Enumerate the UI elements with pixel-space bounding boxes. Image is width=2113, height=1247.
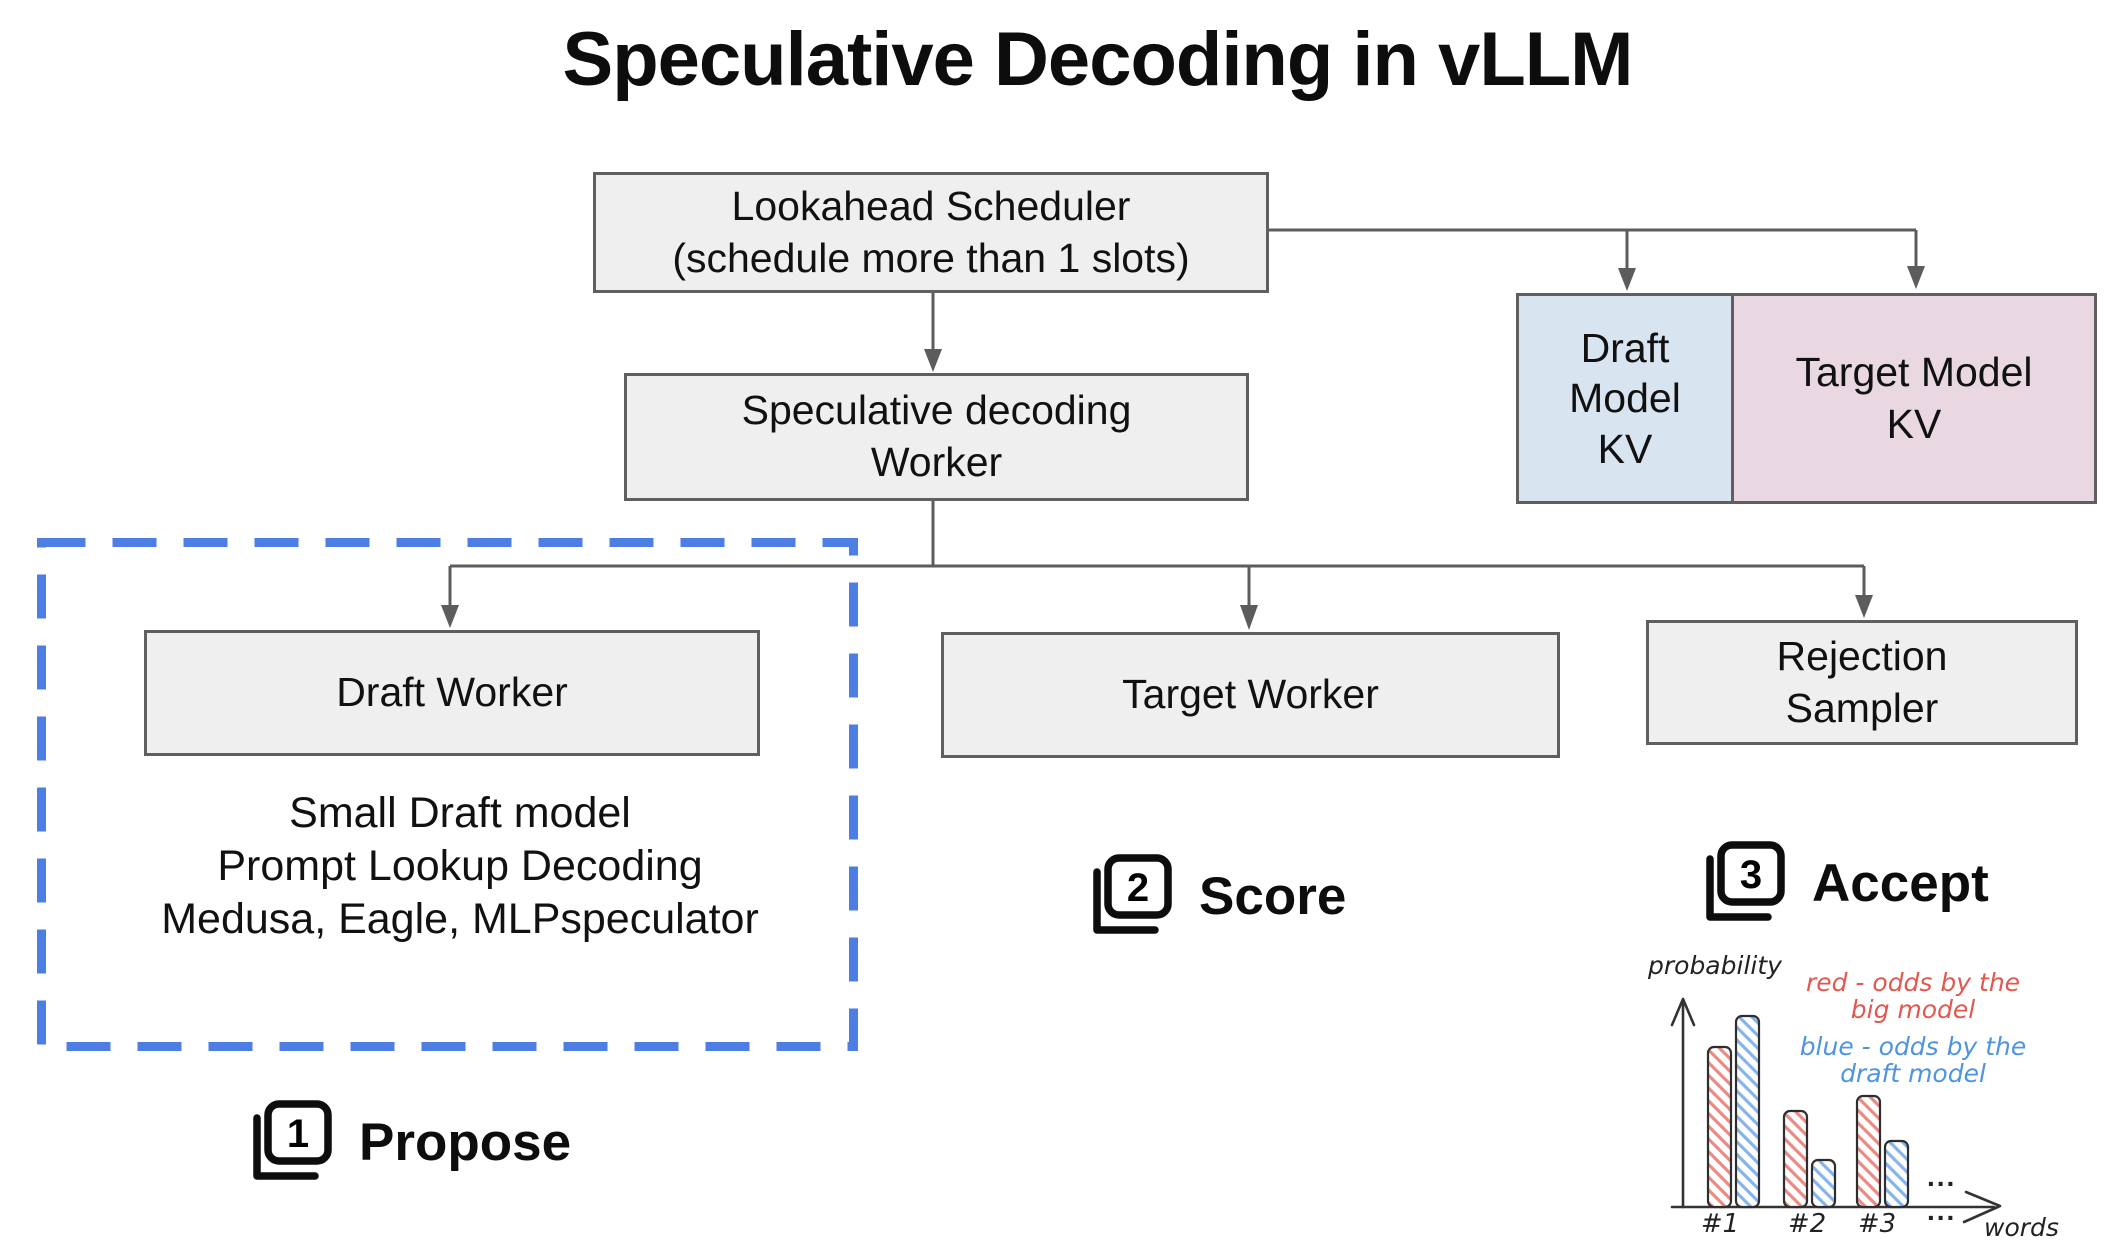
page-stack-front xyxy=(1717,841,1785,906)
step-propose: 1 Propose xyxy=(251,1100,571,1184)
ellipsis-above-axis: ... xyxy=(1927,1161,1957,1192)
blue-bar-#3 xyxy=(1883,1139,1910,1209)
step-number: 1 xyxy=(287,1112,309,1156)
red-bar-#3 xyxy=(1855,1094,1882,1209)
node-draft-model-kv: Draft Model KV xyxy=(1516,293,1734,504)
arrowhead-to-rejection xyxy=(1855,595,1873,618)
blue-bar-#1 xyxy=(1734,1014,1761,1209)
arrowhead-to-draft-kv xyxy=(1618,268,1636,291)
legend-red-line: red - odds by the xyxy=(1805,968,2021,997)
page-stack-back xyxy=(1093,868,1159,934)
draft-methods-line: Medusa, Eagle, MLPspeculator xyxy=(161,895,759,943)
step-label: Score xyxy=(1199,866,1347,926)
step-number: 3 xyxy=(1740,853,1762,897)
arrowhead-to-draft-worker xyxy=(441,605,459,628)
y-axis-label: probability xyxy=(1648,951,1782,980)
node-label-line: Target Model xyxy=(1795,348,2033,395)
ellipsis-below-axis: ... xyxy=(1927,1195,1957,1226)
page-stack-front xyxy=(264,1100,332,1165)
node-label-line: Target Worker xyxy=(1122,671,1379,718)
page-stack-back xyxy=(253,1114,319,1180)
node-label-line: Speculative decoding xyxy=(741,387,1132,434)
page-stack-back xyxy=(1706,855,1772,921)
node-speculative-decoding-worker: Speculative decoding Worker xyxy=(624,373,1249,501)
numbered-page-3-icon: 3 xyxy=(1706,841,1785,921)
y-axis-arrowhead xyxy=(1670,997,1696,1027)
node-label-line: (schedule more than 1 slots) xyxy=(672,234,1190,281)
legend-blue-line: draft model xyxy=(1840,1059,1986,1088)
legend-blue-line: blue - odds by the xyxy=(1799,1032,2027,1061)
x-tick-1: #1 xyxy=(1700,1209,1740,1239)
node-draft-worker: Draft Worker xyxy=(144,630,760,756)
draft-methods-line: Small Draft model xyxy=(289,789,631,837)
arrowhead-to-target-worker xyxy=(1240,605,1258,630)
node-label-line: Rejection xyxy=(1776,632,1948,679)
node-label-line: KV xyxy=(1597,425,1653,472)
rejection-sampling-chart: probability red - odds by the big model … xyxy=(1610,945,2113,1247)
x-tick-2: #2 xyxy=(1787,1209,1827,1239)
node-target-model-kv: Target Model KV xyxy=(1731,293,2097,504)
numbered-page-1-icon: 1 xyxy=(253,1100,332,1180)
step-score: 2 Score xyxy=(1091,854,1346,938)
legend-red-line: big model xyxy=(1850,995,1976,1024)
red-bar-#1 xyxy=(1706,1045,1733,1209)
arrowhead-to-worker xyxy=(924,349,942,372)
x-axis-label: words xyxy=(1984,1213,2059,1242)
node-target-worker: Target Worker xyxy=(941,632,1560,758)
draft-methods-note: Small Draft model Prompt Lookup Decoding… xyxy=(60,787,860,946)
node-label-line: Worker xyxy=(870,439,1003,485)
node-label-line: Lookahead Scheduler xyxy=(731,182,1131,229)
step-number: 2 xyxy=(1127,866,1149,910)
step-label: Propose xyxy=(359,1112,572,1172)
node-lookahead-scheduler: Lookahead Scheduler (schedule more than … xyxy=(593,172,1269,293)
step-label: Accept xyxy=(1812,853,1989,913)
node-rejection-sampler: Rejection Sampler xyxy=(1646,620,2078,745)
numbered-page-2-icon: 2 xyxy=(1093,854,1172,934)
legend-red: red - odds by the big model xyxy=(1785,969,2041,1023)
node-label-line: Draft xyxy=(1580,325,1670,372)
page-stack-front xyxy=(1104,854,1172,919)
step-accept: 3 Accept xyxy=(1704,841,1989,925)
legend-blue: blue - odds by the draft model xyxy=(1785,1033,2041,1087)
arrowhead-to-target-kv xyxy=(1907,266,1925,289)
node-label-line: KV xyxy=(1886,400,1942,447)
red-bar-#2 xyxy=(1782,1109,1809,1209)
x-tick-3: #3 xyxy=(1857,1209,1897,1239)
node-label-line: Model xyxy=(1569,375,1681,422)
draft-methods-line: Prompt Lookup Decoding xyxy=(217,842,703,890)
page-title: Speculative Decoding in vLLM xyxy=(562,17,1634,102)
node-label-line: Draft Worker xyxy=(336,669,568,716)
blue-bar-#2 xyxy=(1810,1158,1837,1209)
node-label-line: Sampler xyxy=(1785,684,1939,731)
